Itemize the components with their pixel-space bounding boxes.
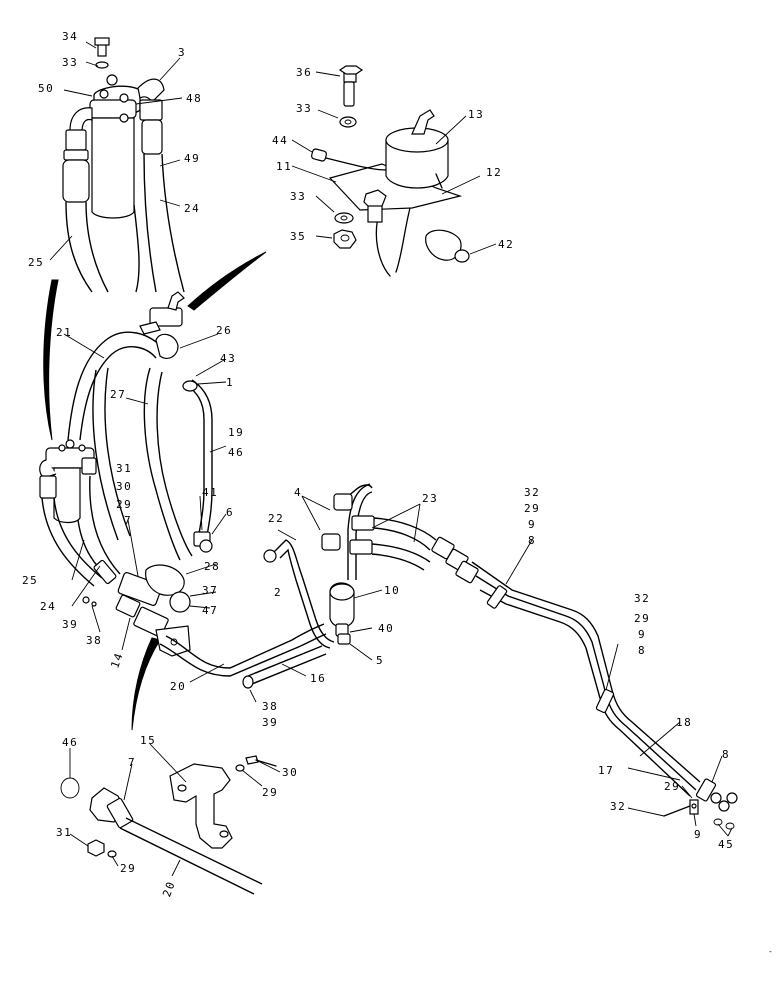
part-label: 34 [62, 30, 78, 43]
part-label: 39 [262, 716, 278, 729]
part-label: 10 [384, 584, 400, 597]
part-label: 3 [178, 46, 186, 59]
part-label: 6 [226, 506, 234, 519]
part-label: 42 [498, 238, 514, 251]
part-label: 38 [86, 634, 102, 647]
part-label: 27 [110, 388, 126, 401]
part-label: 40 [378, 622, 394, 635]
part-label: 24 [40, 600, 56, 613]
part-label: 46 [62, 736, 78, 749]
part-label: 8 [638, 644, 646, 657]
part-label: 35 [290, 230, 306, 243]
part-label: 47 [202, 604, 218, 617]
part-label: 43 [220, 352, 236, 365]
part-label: 46 [228, 446, 244, 459]
part-label: 12 [486, 166, 502, 179]
part-label: 13 [468, 108, 484, 121]
part-label: 25 [28, 256, 44, 269]
part-label: 39 [62, 618, 78, 631]
main-hydraulic-lines [39, 291, 738, 830]
part-label: 36 [296, 66, 312, 79]
bracket-fitting-detail [60, 755, 277, 895]
part-label: 2 [274, 586, 282, 599]
part-label: 7 [124, 514, 132, 527]
part-label: 31 [116, 462, 132, 475]
part-label: 30 [282, 766, 298, 779]
page-edge-mark: - [768, 947, 774, 956]
part-label: 37 [202, 584, 218, 597]
part-label: 29 [524, 502, 540, 515]
part-label: 48 [186, 92, 202, 105]
part-label: 32 [634, 592, 650, 605]
part-label: 33 [290, 190, 306, 203]
part-label: 33 [62, 56, 78, 69]
part-label: 24 [184, 202, 200, 215]
part-label: 29 [120, 862, 136, 875]
part-label: 8 [722, 748, 730, 761]
part-label: 17 [598, 764, 614, 777]
part-label: 23 [422, 492, 438, 505]
part-label: 29 [634, 612, 650, 625]
part-label: 25 [22, 574, 38, 587]
part-label: 5 [376, 654, 384, 667]
part-label: 9 [528, 518, 536, 531]
part-label: 32 [524, 486, 540, 499]
part-label: 29 [664, 780, 680, 793]
part-label: 32 [610, 800, 626, 813]
part-label: 21 [56, 326, 72, 339]
part-label: 9 [694, 828, 702, 841]
part-label: 33 [296, 102, 312, 115]
part-label: 45 [718, 838, 734, 851]
part-label: 1 [226, 376, 234, 389]
part-label: 44 [272, 134, 288, 147]
part-label: 19 [228, 426, 244, 439]
part-label: 8 [528, 534, 536, 547]
part-label: 11 [276, 160, 292, 173]
part-label: 9 [638, 628, 646, 641]
part-label: 18 [676, 716, 692, 729]
part-label: 7 [128, 756, 136, 769]
part-number-labels: 34 33 3 50 48 49 24 25 36 13 33 44 11 12… [22, 30, 734, 899]
leader-lines [49, 41, 733, 877]
part-label: 4 [294, 486, 302, 499]
part-label: 20 [160, 879, 178, 899]
part-label: 29 [262, 786, 278, 799]
part-label: 31 [56, 826, 72, 839]
part-label: 20 [170, 680, 186, 693]
part-label: 15 [140, 734, 156, 747]
accumulator-bracket-detail [311, 65, 470, 277]
part-label: 38 [262, 700, 278, 713]
part-label: 30 [116, 480, 132, 493]
detail-pointer-arrows [43, 251, 267, 731]
part-label: 28 [204, 560, 220, 573]
part-label: 29 [116, 498, 132, 511]
part-label: 26 [216, 324, 232, 337]
part-label: 16 [310, 672, 326, 685]
part-label: 41 [202, 486, 218, 499]
part-label: 14 [108, 650, 126, 670]
filter-assembly-detail [62, 37, 185, 293]
part-label: 22 [268, 512, 284, 525]
part-label: 49 [184, 152, 200, 165]
part-label: 50 [38, 82, 54, 95]
